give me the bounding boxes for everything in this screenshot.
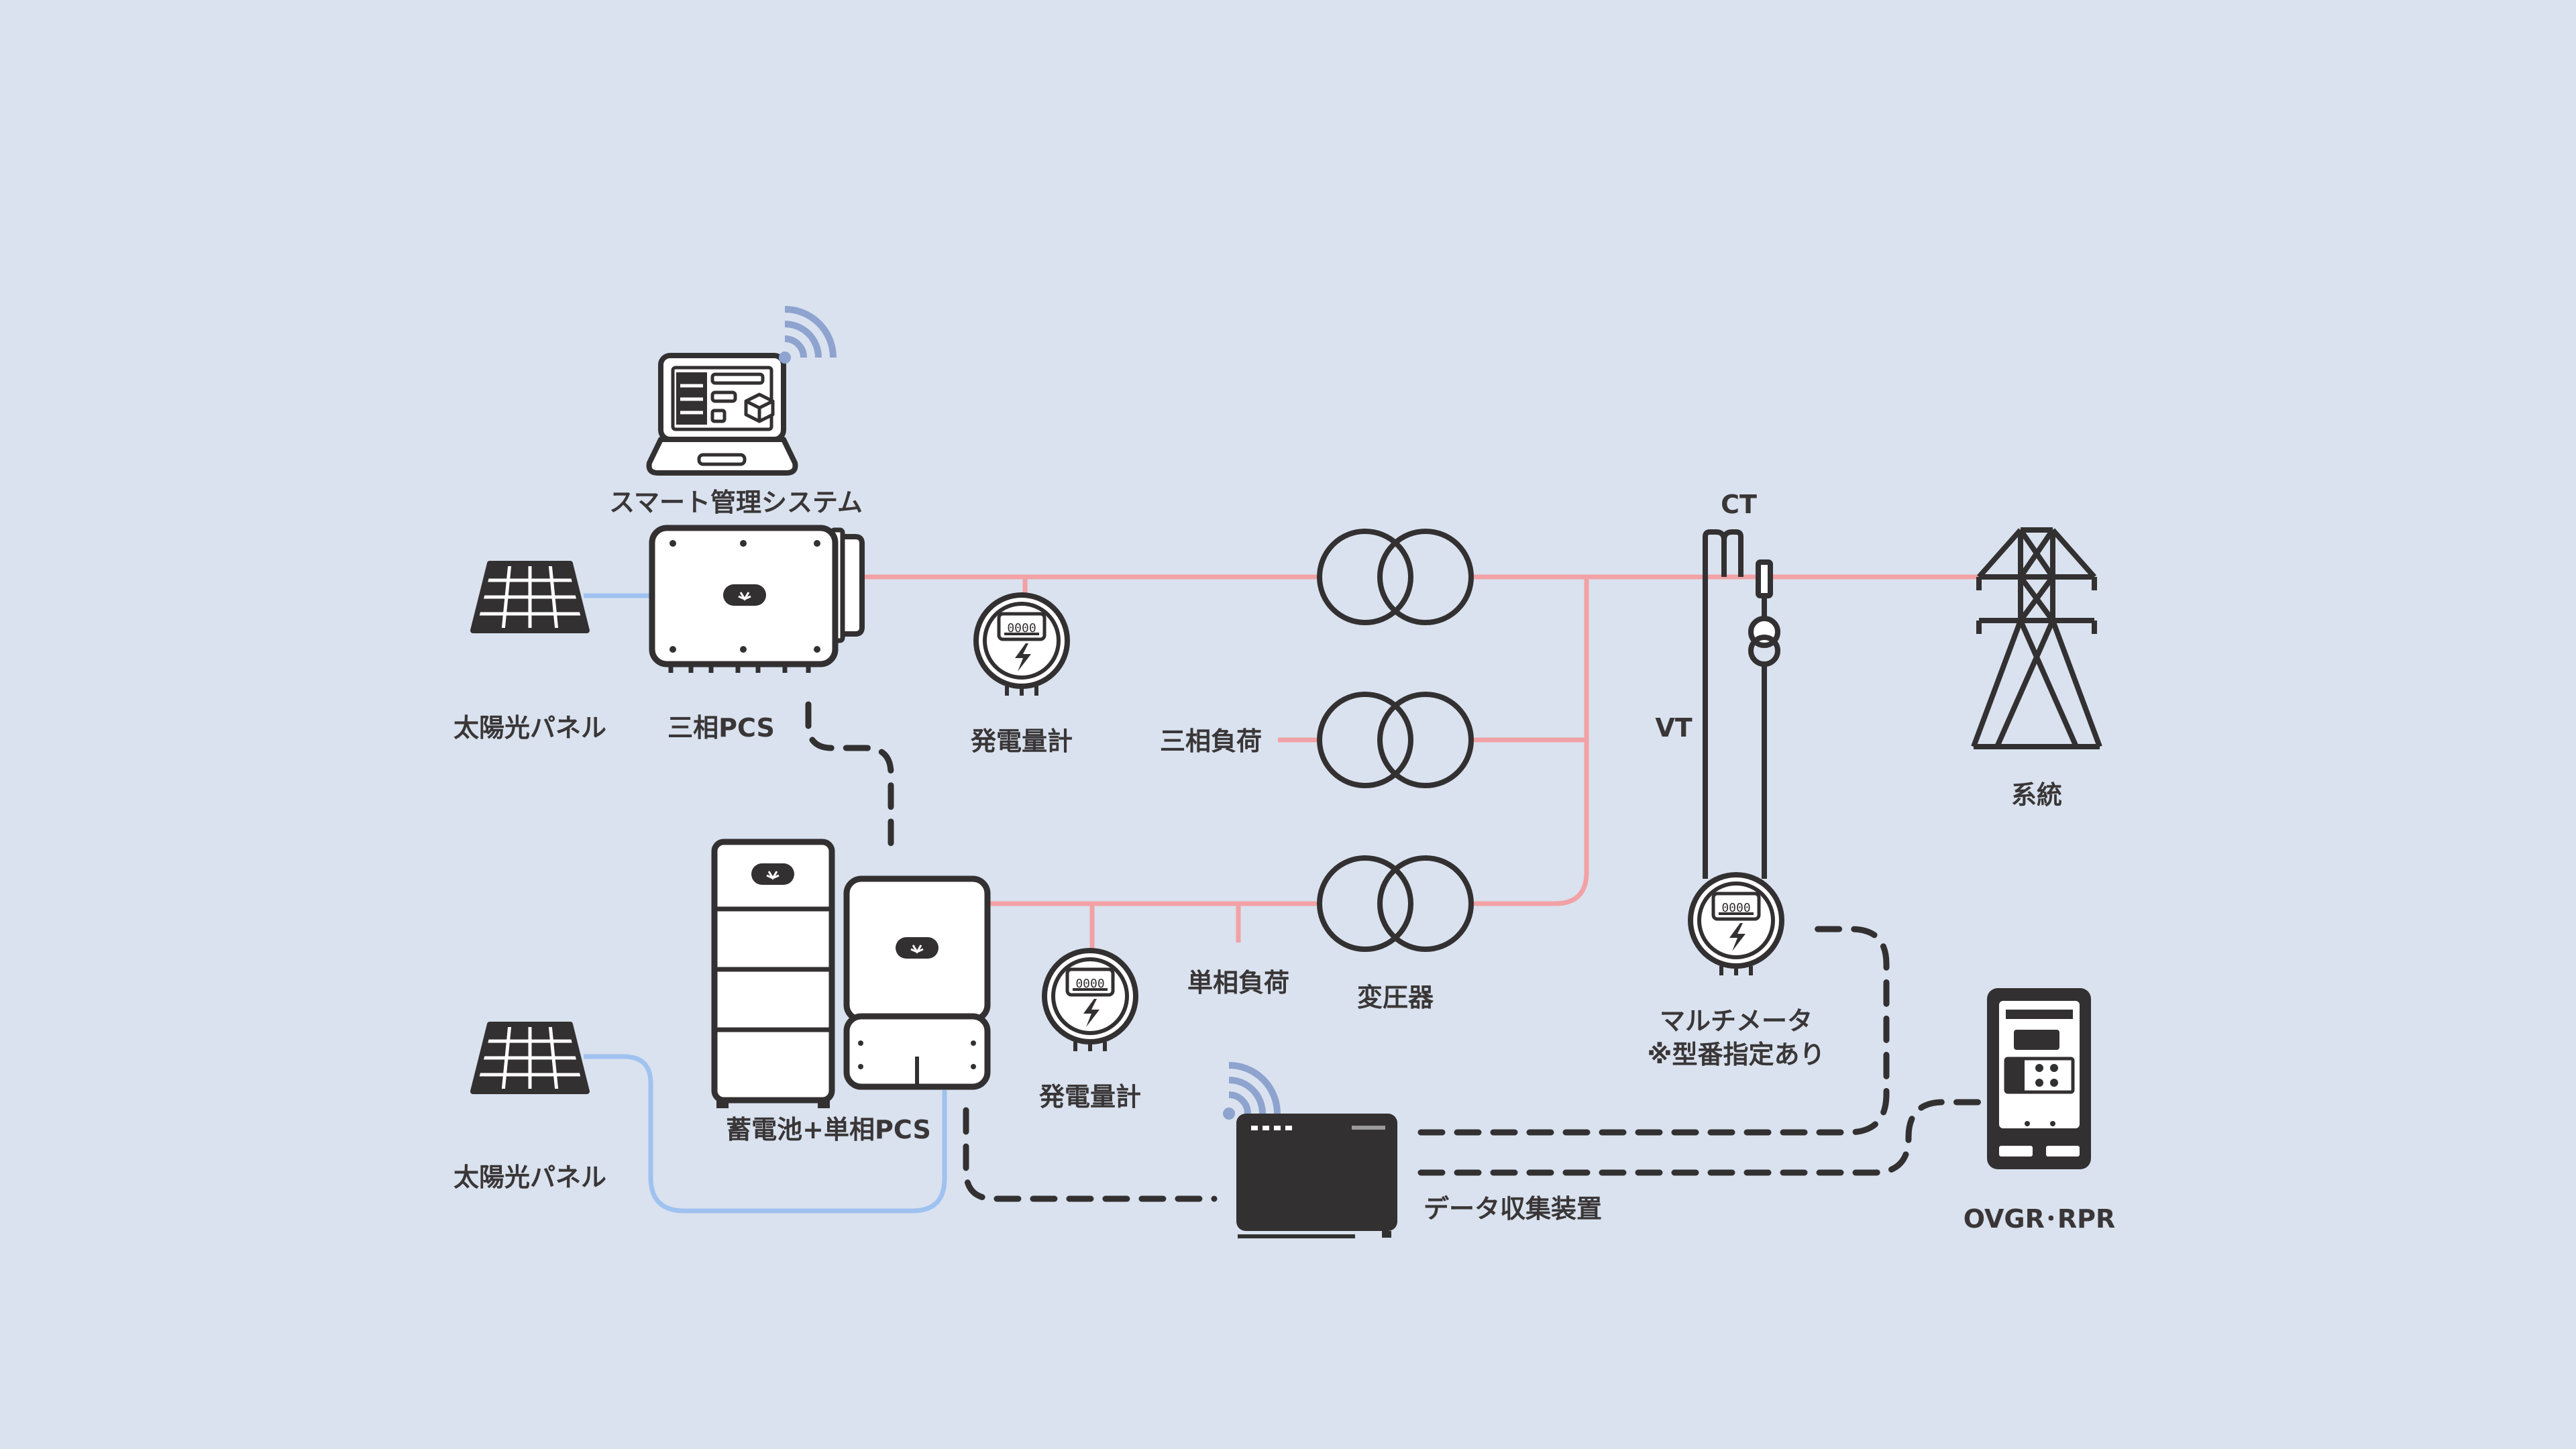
ct-icon	[1703, 529, 1743, 879]
generation-meter-bottom-label: 発電量計	[1039, 1082, 1141, 1112]
transformer-icon	[1320, 694, 1471, 786]
transformer-icon	[1320, 858, 1471, 949]
data-lines	[805, 701, 1989, 1202]
vt-label: VT	[1655, 713, 1692, 743]
battery-icon	[711, 839, 835, 1108]
battery-single-phase-pcs: 蓄電池+単相PCS	[711, 839, 991, 1144]
solar-panel-icon	[473, 564, 587, 631]
smart-system-label: スマート管理システム	[609, 488, 863, 517]
wifi-icon	[1223, 1065, 1277, 1120]
solar-panel-top-label: 太陽光パネル	[453, 713, 606, 743]
meter-icon	[1044, 951, 1136, 1051]
grid-tower: 系統	[1971, 527, 2102, 810]
solar-panel-icon	[473, 1024, 587, 1091]
relay-icon	[1987, 988, 2091, 1169]
smart-management-system: スマート管理システム	[609, 309, 863, 517]
ovgr-rpr-relay: OVGR･RPR	[1964, 988, 2116, 1234]
transformer-icon	[1320, 531, 1471, 623]
meter-display-multi: 0000	[1721, 901, 1750, 915]
ct-label: CT	[1721, 490, 1757, 519]
three-phase-pcs-label: 三相PCS	[667, 713, 775, 743]
data-collector-label: データ収集装置	[1424, 1194, 1602, 1224]
data-collector: データ収集装置	[1223, 1065, 1602, 1238]
meter-display-top: 0000	[1007, 621, 1036, 635]
transmission-tower-icon	[1971, 527, 2102, 749]
transformer-middle: 三相負荷	[1160, 694, 1471, 786]
dc-lines	[584, 593, 947, 1214]
transformer-top	[1320, 531, 1471, 623]
ac-power-lines	[859, 574, 1982, 953]
three-phase-pcs: 三相PCS	[649, 525, 865, 743]
laptop-icon	[646, 353, 798, 476]
solar-panel-bottom-label: 太陽光パネル	[453, 1163, 606, 1192]
grid-label: 系統	[2011, 780, 2062, 810]
data-collector-icon	[1236, 1114, 1397, 1238]
vt-icon	[1748, 559, 1780, 879]
pcs-icon	[649, 525, 865, 673]
meter-icon	[976, 595, 1067, 696]
ovgr-rpr-label: OVGR･RPR	[1964, 1204, 2116, 1234]
meter-display-bottom: 0000	[1075, 977, 1104, 991]
generation-meter-top: 0000 発電量計	[971, 595, 1073, 756]
transformer-bottom: 変圧器	[1320, 858, 1471, 1012]
solar-panel-bottom: 太陽光パネル	[453, 1024, 606, 1192]
multimeter-label: マルチメータ	[1660, 1006, 1813, 1036]
wifi-icon	[779, 309, 833, 364]
single-phase-load-label: 単相負荷	[1187, 968, 1289, 998]
ct-vt-multimeter: CT VT 0000 マルチメータ ※型番指定あり	[1648, 490, 1825, 1069]
multimeter-note: ※型番指定あり	[1648, 1040, 1825, 1069]
generation-meter-bottom: 0000 発電量計	[1039, 951, 1141, 1112]
transformer-label: 変圧器	[1357, 983, 1434, 1012]
battery-pcs-label: 蓄電池+単相PCS	[726, 1115, 931, 1144]
multimeter-icon	[1690, 875, 1782, 975]
single-phase-pcs-icon	[843, 875, 991, 1090]
generation-meter-top-label: 発電量計	[971, 727, 1073, 756]
three-phase-load-label: 三相負荷	[1160, 727, 1262, 756]
solar-panel-top: 太陽光パネル	[453, 564, 606, 743]
